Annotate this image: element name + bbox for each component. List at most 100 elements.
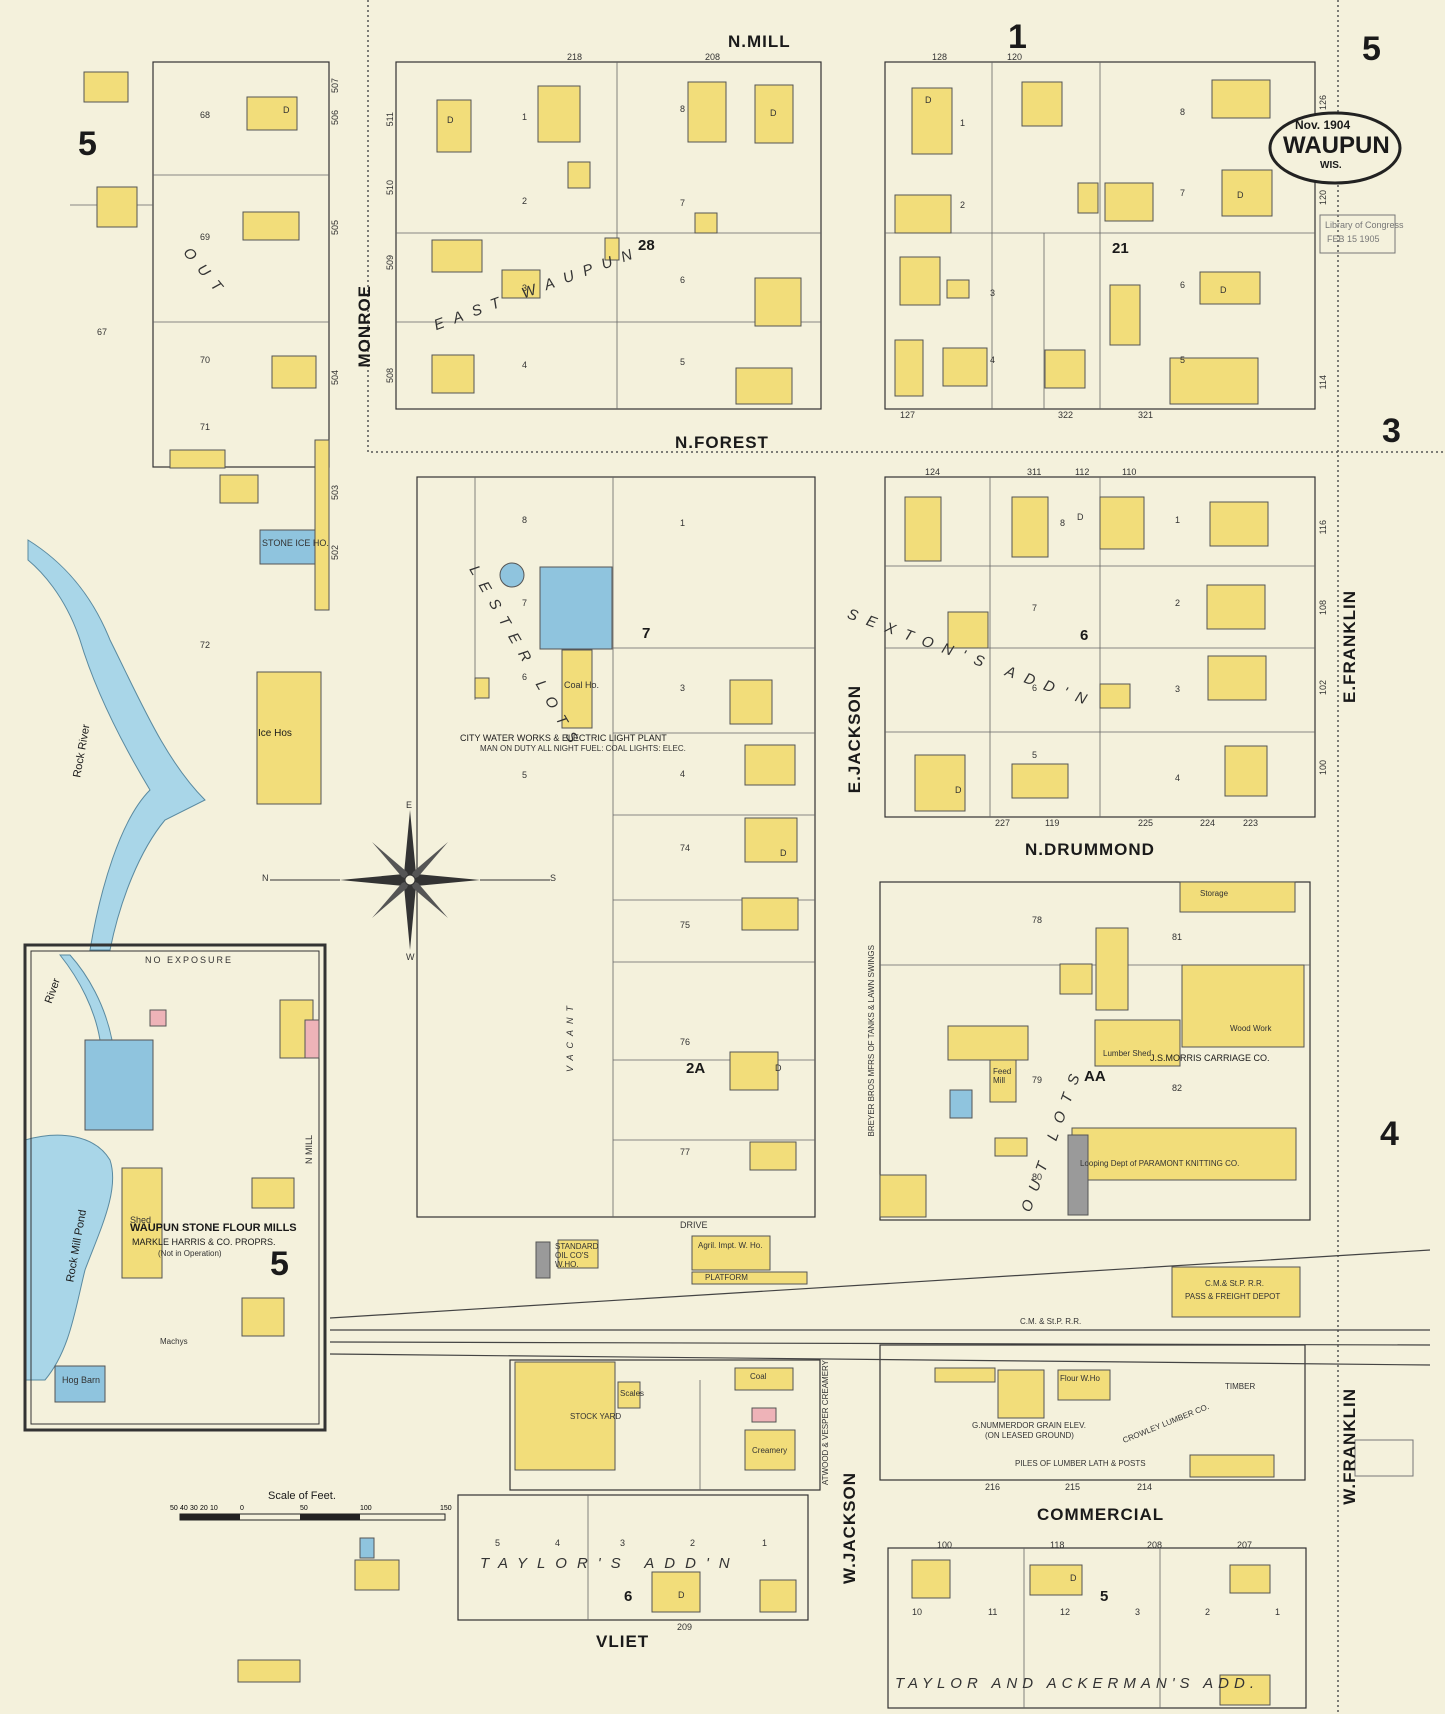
dwelling <box>1211 79 1271 119</box>
paramount-knitting-co <box>1071 1127 1297 1181</box>
house-number: 322 <box>1058 410 1074 420</box>
building <box>994 1137 1028 1157</box>
hog-barn <box>54 1365 106 1403</box>
dwelling <box>754 277 802 327</box>
lot-number: 5 <box>680 357 686 367</box>
dwelling <box>687 81 727 143</box>
coal-shed <box>934 1367 996 1383</box>
lumber-shed <box>1189 1454 1275 1478</box>
lot-number: 2 <box>1175 598 1181 608</box>
brick-building <box>304 1019 320 1059</box>
lot-number: 2 <box>690 1538 696 1548</box>
house-number: 209 <box>677 1622 693 1632</box>
flour-mill-shed <box>121 1167 163 1279</box>
inset-frame <box>23 943 327 1432</box>
breyer-bros-factory <box>947 1025 1029 1061</box>
block-number-6: 6 <box>1080 627 1089 644</box>
block-number-28: 28 <box>638 237 655 254</box>
agricultural-implement-warehouse <box>691 1235 771 1271</box>
sheet-number: 5 <box>1362 30 1381 68</box>
lot-number: 3 <box>1135 1607 1141 1617</box>
stone-building <box>359 1537 375 1559</box>
dwelling <box>1219 1674 1271 1706</box>
house-number: 507 <box>330 78 340 94</box>
house-number: 100 <box>1318 760 1328 776</box>
brick-section <box>1067 1134 1089 1216</box>
dwelling <box>754 84 794 144</box>
house-number: 223 <box>1243 818 1259 828</box>
lot-number: 4 <box>1175 773 1181 783</box>
state-name: WIS. <box>1320 160 1342 171</box>
dwelling <box>1011 496 1049 558</box>
depot-label-1: C.M.& St.P. R.R. <box>1205 1279 1264 1288</box>
block-number-6-south: 6 <box>624 1588 633 1605</box>
dwelling <box>474 677 490 699</box>
rock-river <box>27 539 206 951</box>
grain-elevator <box>997 1369 1045 1419</box>
passenger-freight-depot <box>1171 1266 1301 1318</box>
house-number: 102 <box>1318 680 1328 696</box>
scale-label: Scale of Feet. <box>268 1490 336 1502</box>
stamp-text: Library of Congress <box>1325 220 1404 230</box>
lot-number: 76 <box>680 1037 691 1047</box>
house-number: 120 <box>1007 52 1023 62</box>
house-number: 225 <box>1138 818 1154 828</box>
house-number: 127 <box>900 410 916 420</box>
stone-ice-house <box>259 529 319 565</box>
water-works-label: CITY WATER WORKS & ELECTRIC LIGHT PLANT <box>460 733 667 743</box>
lot-number: 2 <box>1205 1607 1211 1617</box>
street-vliet: VLIET <box>596 1632 650 1651</box>
stock-yard-label: STOCK YARD <box>570 1412 622 1421</box>
dwelling <box>651 1571 701 1613</box>
dwelling <box>911 1559 951 1599</box>
dwelling-marker: D <box>283 105 290 115</box>
lot-number: 6 <box>522 672 528 682</box>
dwelling <box>744 744 796 786</box>
dwelling <box>1021 81 1063 127</box>
district-boundary <box>367 0 1445 1714</box>
block-number-aa: AA <box>1084 1068 1106 1085</box>
flour-mills-label: WAUPUN STONE FLOUR MILLS <box>130 1222 297 1234</box>
platform-label: PLATFORM <box>705 1273 748 1282</box>
dwelling <box>744 817 798 863</box>
house-number: 311 <box>1027 467 1042 477</box>
scale-tick-label: 100 <box>360 1505 372 1512</box>
lot-number: 82 <box>1172 1083 1183 1093</box>
lot-number: 7 <box>680 198 686 208</box>
vacant-label: VACANT <box>565 1000 575 1073</box>
dwelling-marker: D <box>1220 285 1227 295</box>
lot-number: 77 <box>680 1147 691 1157</box>
standard-oil-label: STANDARD OIL CO'S W.HO. <box>555 1242 599 1269</box>
machys-label: Machys <box>160 1337 188 1346</box>
lot-number: 3 <box>990 288 996 298</box>
house-number: 116 <box>1318 520 1328 535</box>
street-monroe: MONROE <box>355 285 374 368</box>
block-number-2a: 2A <box>686 1060 706 1077</box>
dwelling <box>501 269 541 299</box>
street-n-forest: N.FOREST <box>675 433 769 452</box>
dwelling <box>246 96 298 131</box>
lot-number: 6 <box>1180 280 1186 290</box>
dwelling <box>911 87 953 155</box>
dwelling-marker: D <box>447 115 454 125</box>
creamery-boiler <box>751 1407 777 1423</box>
lot-number: 69 <box>200 232 211 242</box>
depot-label-2: PASS & FREIGHT DEPOT <box>1185 1292 1281 1301</box>
lumber-shed-label: Lumber Shed <box>1103 1049 1152 1058</box>
block-south <box>509 1359 821 1491</box>
block-number-21: 21 <box>1112 240 1129 257</box>
dwelling-marker: D <box>678 1590 685 1600</box>
house-number: 509 <box>385 255 395 271</box>
lot-number: 3 <box>522 283 528 293</box>
shed-label: Shed <box>130 1215 152 1225</box>
scale-tick-label: 150 <box>440 1505 452 1512</box>
compass-letter-s: S <box>550 873 557 883</box>
house-number: 321 <box>1138 410 1154 420</box>
block-aa <box>879 881 1311 1221</box>
dwelling <box>251 1177 295 1209</box>
lot-number: 1 <box>1175 515 1181 525</box>
dwelling <box>271 355 317 389</box>
lot-number: 8 <box>1060 518 1066 528</box>
railroad-tracks <box>329 1249 1431 1366</box>
